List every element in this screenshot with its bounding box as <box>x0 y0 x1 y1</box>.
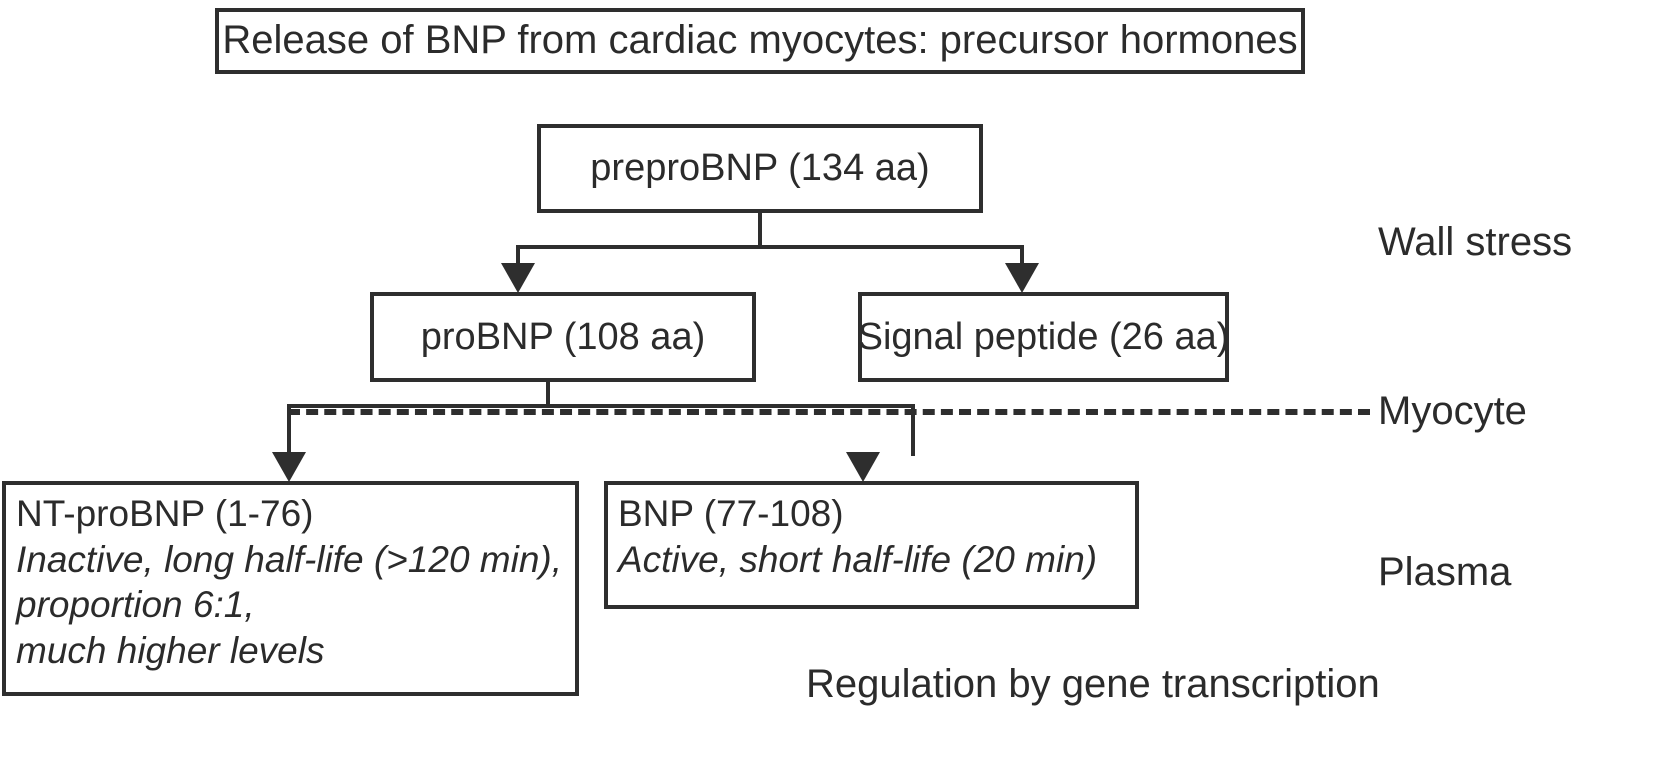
compartment-label-myocyte: Myocyte <box>1378 389 1527 433</box>
connector-probnp-drop-right <box>911 404 915 456</box>
node-bnp-heading: BNP (77-108) <box>618 493 844 534</box>
arrowhead-to-bnp <box>846 452 880 482</box>
node-probnp: proBNP (108 aa) <box>370 292 756 382</box>
connector-preprobnp-bar <box>516 245 1024 249</box>
node-preprobnp: preproBNP (134 aa) <box>537 124 983 213</box>
node-preprobnp-label: preproBNP (134 aa) <box>590 147 930 190</box>
node-ntprobnp-line3: much higher levels <box>16 629 325 671</box>
connector-probnp-stem <box>546 382 550 407</box>
node-bnp: BNP (77-108) Active, short half-life (20… <box>604 481 1139 609</box>
node-signal-peptide-label: Signal peptide (26 aa) <box>857 315 1230 358</box>
connector-preprobnp-drop-left <box>516 245 520 267</box>
node-bnp-content: BNP (77-108) Active, short half-life (20… <box>618 491 1097 582</box>
node-ntprobnp-content: NT-proBNP (1-76) Inactive, long half-lif… <box>16 491 562 673</box>
node-ntprobnp-heading: NT-proBNP (1-76) <box>16 493 314 534</box>
page-title: Release of BNP from cardiac myocytes: pr… <box>222 18 1298 63</box>
compartment-label-wall-stress: Wall stress <box>1378 220 1573 264</box>
node-ntprobnp: NT-proBNP (1-76) Inactive, long half-lif… <box>2 481 579 696</box>
connector-preprobnp-stem <box>758 213 762 247</box>
node-bnp-line1: Active, short half-life (20 min) <box>618 538 1098 580</box>
gene-transcription-caption: Regulation by gene transcription <box>806 662 1380 706</box>
node-ntprobnp-line2: proportion 6:1, <box>16 584 255 625</box>
myocyte-membrane-dashed-line <box>288 409 1370 415</box>
connector-probnp-drop-left <box>287 404 291 456</box>
arrowhead-to-ntprobnp <box>272 452 306 482</box>
connector-preprobnp-drop-right <box>1020 245 1024 267</box>
node-signal-peptide: Signal peptide (26 aa) <box>858 292 1229 382</box>
connector-probnp-bar <box>287 404 915 408</box>
compartment-label-plasma: Plasma <box>1378 550 1512 594</box>
arrowhead-to-signal-peptide <box>1005 263 1039 293</box>
diagram-title-box: Release of BNP from cardiac myocytes: pr… <box>215 8 1305 74</box>
arrowhead-to-probnp <box>501 263 535 293</box>
node-probnp-label: proBNP (108 aa) <box>420 315 706 358</box>
node-ntprobnp-line1: Inactive, long half-life (>120 min), <box>16 538 563 580</box>
